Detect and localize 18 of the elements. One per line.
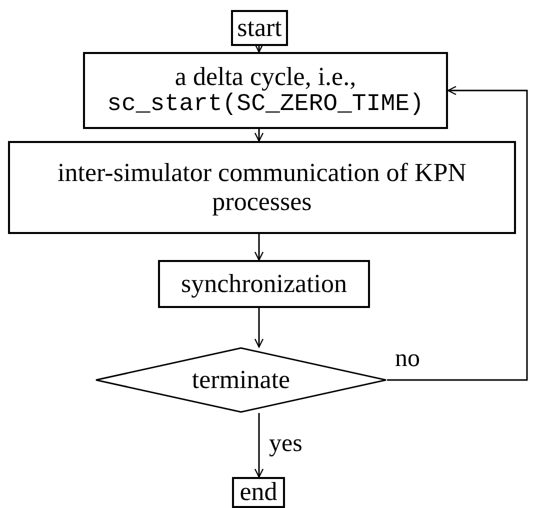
arrow — [254, 129, 264, 142]
process-box — [232, 477, 285, 508]
node-text: end — [240, 478, 278, 507]
process-box — [83, 52, 448, 129]
arrow — [254, 234, 264, 261]
node-text: inter-simulator communication of KPN processes — [56, 158, 468, 216]
process-box — [8, 141, 516, 234]
node-text: a delta cycle, i.e., — [174, 63, 356, 92]
process-box — [231, 10, 288, 46]
process-box — [158, 260, 370, 308]
node-text: terminate — [192, 366, 290, 394]
decision-diamond — [95, 347, 387, 413]
arrow — [387, 86, 528, 381]
arrow — [254, 308, 264, 348]
node-text: synchronization — [180, 270, 348, 298]
arrow — [254, 413, 264, 478]
node-text: sc_start(SC_ZERO_TIME) — [107, 92, 424, 118]
node-text: start — [237, 14, 282, 42]
